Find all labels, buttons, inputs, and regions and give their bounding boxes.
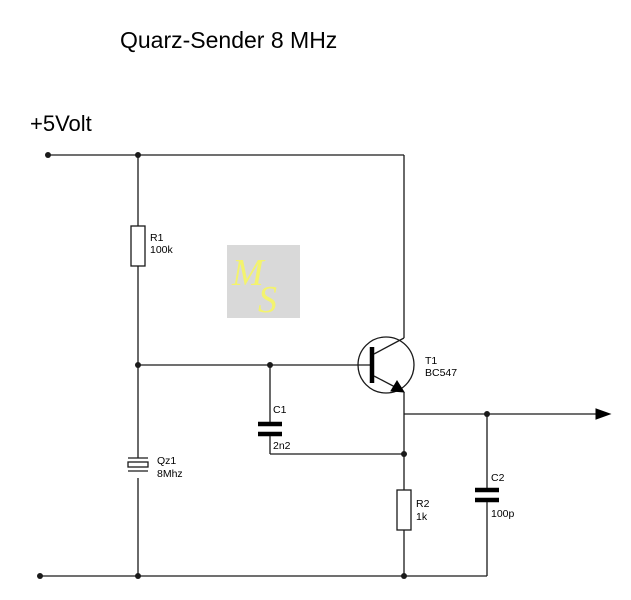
transistor-t1: T1 BC547 [357,336,457,394]
junction-base-left [135,362,141,368]
capacitor-c2: C2 100p [475,414,515,576]
c2-ref-label: C2 [491,472,505,484]
ms-watermark: M S [227,245,300,321]
supply-voltage-label: +5Volt [30,111,92,136]
output-line [404,408,612,420]
c2-value-label: 100p [491,508,515,520]
diagram-title: Quarz-Sender 8 MHz [120,27,337,53]
junction-ground-qz1 [135,573,141,579]
junction-ground-r2 [401,573,407,579]
r1-value-label: 100k [150,244,174,256]
c1-ref-label: C1 [273,404,287,416]
supply-rail [48,154,405,338]
qz1-value-label: 8Mhz [157,468,183,480]
watermark-letter-m: M [231,252,266,294]
capacitor-c1: C1 2n2 [258,365,404,455]
junction-nodes [37,152,490,579]
watermark-letter-s: S [258,279,277,321]
r1-ref-label: R1 [150,232,164,244]
t1-value-label: BC547 [425,367,457,379]
r2-ref-label: R2 [416,498,430,510]
r2-value-label: 1k [416,511,428,523]
watermark-background [227,245,300,318]
junction-c1-top [267,362,273,368]
resistor-r2: R2 1k [396,489,430,531]
supply-terminal-node [45,152,51,158]
ground-terminal-node [37,573,43,579]
junction-c1-emitter [401,451,407,457]
junction-r1-top [135,152,141,158]
resistor-r1: R1 100k [130,225,174,267]
qz1-ref-label: Qz1 [157,455,176,467]
c1-value-label: 2n2 [273,440,291,452]
crystal-qz1: Qz1 8Mhz [127,455,183,480]
junction-output [484,411,490,417]
t1-ref-label: T1 [425,355,437,367]
output-arrow-icon [595,408,612,420]
